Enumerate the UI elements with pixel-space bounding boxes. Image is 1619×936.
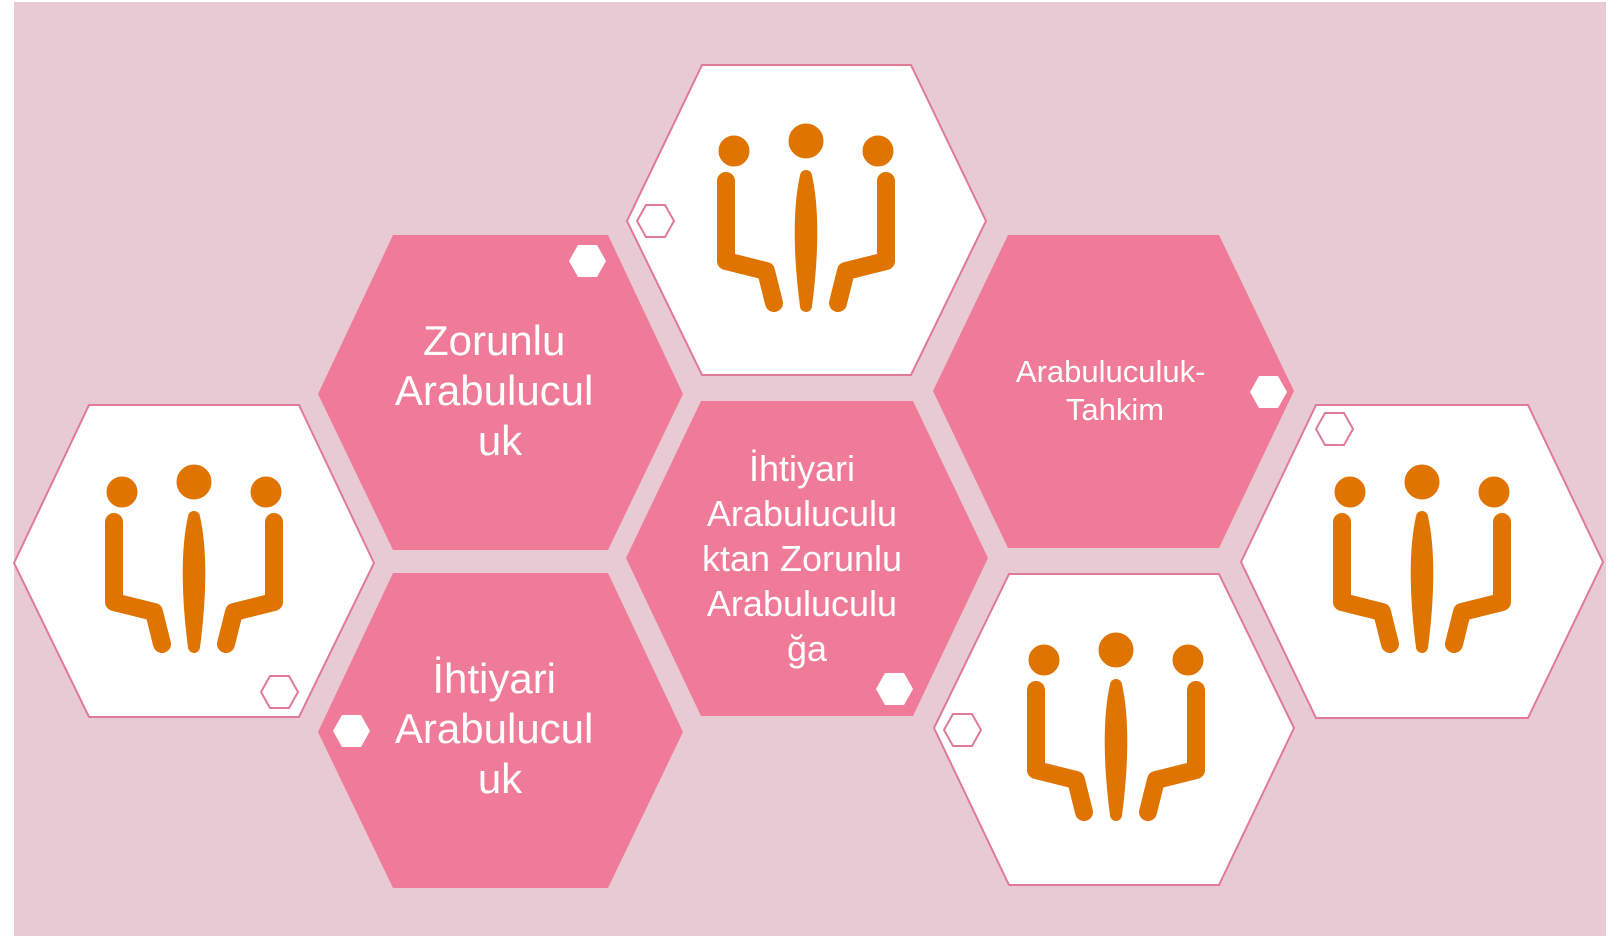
- label-transition: İhtiyari Arabuluculu ktan Zorunlu Arabul…: [702, 448, 912, 669]
- hexagon-badge-icon: [876, 673, 913, 705]
- hexagon-badge-icon: [569, 245, 606, 277]
- label-line: ktan Zorunlu: [702, 538, 902, 579]
- label-line: İhtiyari: [749, 448, 855, 489]
- hexagon-badge-icon: [333, 715, 370, 747]
- label-line: Arabuluculuk-: [1016, 354, 1206, 389]
- label-line: Zorunlu: [423, 317, 565, 364]
- hexagon-ihtiyari: [318, 573, 683, 888]
- label-line: Arabuluculu: [707, 493, 897, 534]
- label-line: Arabulucul: [395, 367, 593, 414]
- hexagon-badge-icon: [942, 713, 983, 747]
- label-line: Arabulucul: [395, 705, 593, 752]
- hexagon-badge-icon: [259, 675, 300, 709]
- label-ihtiyari: İhtiyari Arabulucul uk: [395, 655, 605, 802]
- label-line: uk: [478, 755, 523, 802]
- hexagon-badge-icon: [635, 204, 676, 238]
- label-line: Arabuluculu: [707, 583, 897, 624]
- label-line: Tahkim: [1066, 392, 1164, 427]
- label-zorunlu: Zorunlu Arabulucul uk: [395, 317, 605, 464]
- hexagon-badge-icon: [1314, 412, 1355, 446]
- label-line: ğa: [787, 628, 828, 669]
- hexagon-transition: [626, 401, 988, 716]
- hexagon-tahkim: [933, 235, 1294, 548]
- label-line: İhtiyari: [432, 655, 556, 702]
- label-line: uk: [478, 417, 523, 464]
- hexagon-zorunlu: [318, 235, 683, 550]
- hexagon-badge-icon: [1250, 376, 1287, 408]
- label-tahkim: Arabuluculuk- Tahkim: [1016, 354, 1214, 427]
